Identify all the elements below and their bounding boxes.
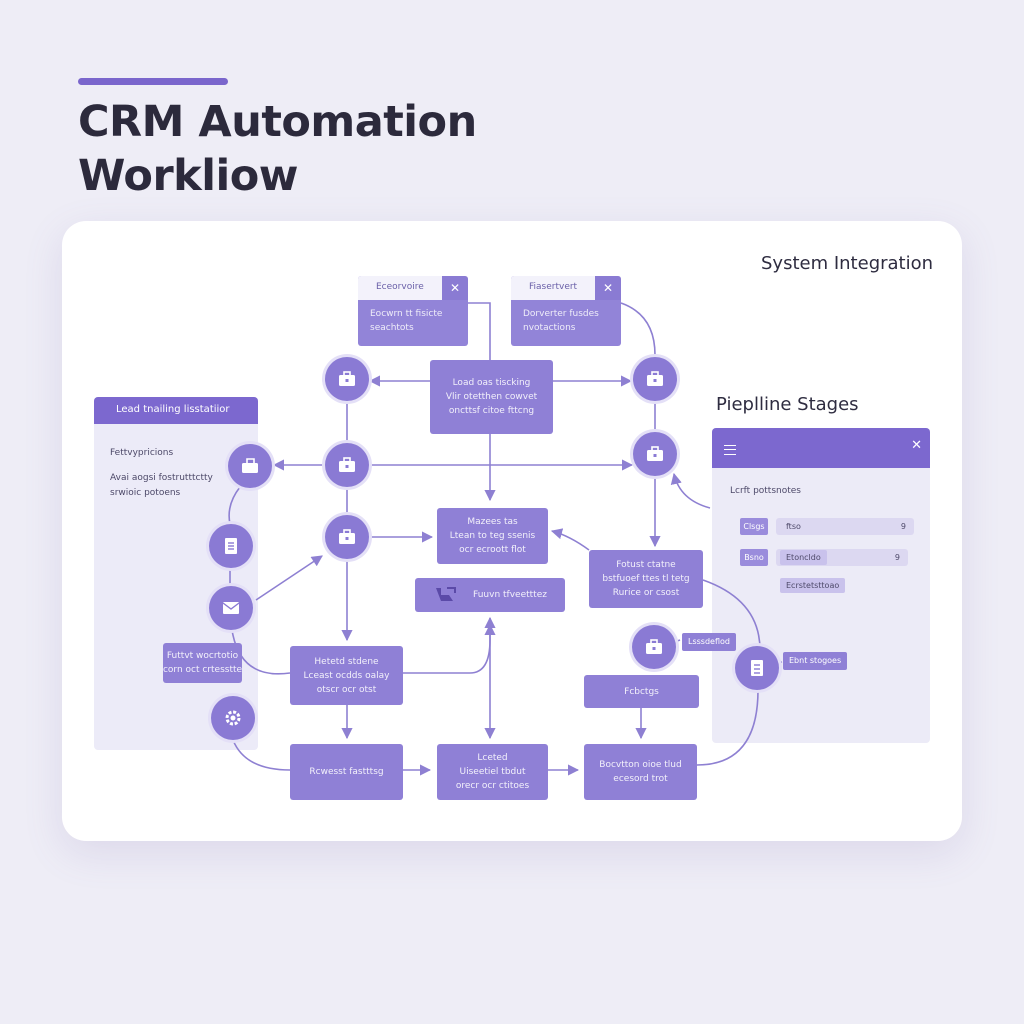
page-title-line-2: Workliow — [78, 151, 298, 201]
briefcase-icon[interactable] — [325, 515, 369, 559]
lead-scoring-node[interactable]: Load oas tiscking Vlir otetthen cowvet o… — [430, 360, 553, 434]
envelope-icon[interactable] — [209, 586, 253, 630]
right-status-line-3: Rurice or csost — [612, 588, 680, 598]
hand-icon — [436, 587, 457, 601]
top-node-1-title: Eceorvoire — [376, 282, 424, 292]
top-node-2-title: Fiasertvert — [529, 282, 578, 292]
middle-node-line-3: ocr ecroott flot — [459, 545, 526, 555]
bottom-left-node[interactable]: Rcwesst fastttsg — [290, 744, 403, 800]
bottom-right-line-2: ecesord trot — [613, 774, 668, 784]
lower-left-line-2: Lceast ocdds oalay — [303, 670, 390, 681]
lower-left-line-1: Hetetd stdene — [314, 656, 379, 667]
briefcase-icon[interactable] — [633, 357, 677, 401]
fcbctgs-node[interactable]: Fcbctgs — [584, 675, 699, 708]
fcbctgs-label: Fcbctgs — [624, 686, 659, 697]
close-icon[interactable]: ✕ — [595, 276, 621, 300]
right-status-node[interactable]: Fotust ctatne bstfuoef ttes tl tetg Ruri… — [589, 550, 703, 608]
system-integration-label: System Integration — [761, 253, 934, 274]
close-icon[interactable]: ✕ — [442, 276, 468, 300]
left-tag-node[interactable]: Futtvt wocrtotio corn oct crtesstte — [163, 643, 242, 683]
chevron-down-icon: 9 — [894, 553, 900, 562]
briefcase-icon[interactable] — [633, 432, 677, 476]
bottom-mid-line-2: Uiseetiel tbdut — [459, 767, 526, 777]
database-icon[interactable] — [735, 646, 779, 690]
page-title: CRM Automation Workliow — [78, 95, 477, 203]
lead-scoring-line-2: Vlir otetthen cowvet — [445, 392, 538, 402]
pipeline-tag[interactable]: Ecrstetsttoao — [780, 578, 846, 593]
top-node-1-line-2: seachtots — [370, 323, 414, 333]
briefcase-icon[interactable] — [632, 625, 676, 669]
middle-node[interactable]: Mazees tas Ltean to teg ssenis ocr ecroo… — [437, 508, 548, 564]
lead-panel-text-2-line-2: srwioic potoens — [110, 488, 181, 498]
top-node-2[interactable]: Fiasertvert ✕ Dorverter fusdes nvotactio… — [511, 276, 621, 346]
pipeline-stages-label: Pieplline Stages — [716, 394, 859, 415]
ebnstogoes-tag[interactable]: Ebnt stogoes — [783, 652, 848, 670]
pipeline-field-2[interactable]: Etoncldo 9 — [776, 549, 908, 566]
analytics-node-label: Fuuvn tfveetttez — [473, 590, 547, 600]
bottom-mid-line-3: orecr ocr ctitoes — [455, 781, 530, 791]
briefcase-icon[interactable] — [228, 444, 272, 488]
briefcase-icon[interactable] — [325, 443, 369, 487]
lower-left-node[interactable]: Hetetd stdene Lceast ocdds oalay otscr o… — [290, 646, 403, 705]
top-node-2-header: Fiasertvert ✕ — [511, 276, 621, 300]
gear-icon[interactable] — [211, 696, 255, 740]
pipeline-panel-label: Lcrft pottsnotes — [730, 486, 801, 496]
pipeline-field-2-value: Etoncldo — [780, 550, 827, 565]
lead-panel-header: Lead tnailing lisstatiior — [94, 397, 258, 424]
top-node-1[interactable]: Eceorvoire ✕ Eocwrn tt fisicte seachtots — [358, 276, 468, 346]
right-status-line-2: bstfuoef ttes tl tetg — [602, 574, 690, 584]
left-tag-line-2: corn oct crtesstte — [162, 665, 243, 675]
lead-panel-title: Lead tnailing lisstatiior — [116, 404, 230, 415]
lead-panel-text-2: Avai aogsi fostrutttctty srwioic potoens — [110, 471, 213, 501]
lead-panel-text-1: Fettvypricions — [110, 448, 174, 458]
top-node-1-header: Eceorvoire ✕ — [358, 276, 468, 300]
lead-scoring-line-1: Load oas tiscking — [452, 378, 531, 388]
bottom-right-line-1: Bocvtton oioe tlud — [599, 760, 682, 770]
top-node-1-body: Eocwrn tt fisicte seachtots — [358, 300, 468, 342]
page-title-line-1: CRM Automation — [78, 97, 477, 147]
briefcase-icon[interactable] — [325, 357, 369, 401]
chevron-down-icon: 9 — [900, 522, 906, 531]
close-icon[interactable]: ✕ — [911, 438, 922, 453]
lssdeflod-tag[interactable]: Lsssdeflod — [682, 633, 736, 651]
top-node-2-line-2: nvotactions — [523, 323, 576, 333]
pipeline-panel-header: ✕ — [712, 428, 930, 468]
lead-panel-text-2-line-1: Avai aogsi fostrutttctty — [110, 473, 213, 483]
middle-node-line-2: Ltean to teg ssenis — [449, 531, 536, 541]
right-status-line-1: Fotust ctatne — [616, 560, 676, 570]
analytics-node[interactable]: Fuuvn tfveetttez — [415, 578, 565, 612]
title-accent-bar — [78, 78, 228, 85]
left-tag-line-1: Futtvt wocrtotio — [166, 651, 239, 661]
menu-icon[interactable] — [724, 445, 736, 455]
lower-left-line-3: otscr ocr otst — [316, 684, 377, 695]
top-node-1-line-1: Eocwrn tt fisicte — [370, 309, 443, 319]
pipeline-chip-2[interactable]: Bsno — [740, 549, 768, 566]
top-node-2-line-1: Dorverter fusdes — [523, 309, 599, 319]
bottom-right-node[interactable]: Bocvtton oioe tlud ecesord trot — [584, 744, 697, 800]
document-icon[interactable] — [209, 524, 253, 568]
bottom-mid-line-1: Lceted — [477, 753, 508, 763]
bottom-left-label: Rcwesst fastttsg — [309, 767, 384, 777]
bottom-mid-node[interactable]: Lceted Uiseetiel tbdut orecr ocr ctitoes — [437, 744, 548, 800]
pipeline-field-1[interactable]: ftso 9 — [776, 518, 914, 535]
lead-scoring-line-3: oncttsf citoe fttcng — [448, 406, 535, 416]
pipeline-field-1-value: ftso — [786, 522, 801, 531]
top-node-2-body: Dorverter fusdes nvotactions — [511, 300, 621, 342]
pipeline-chip-1[interactable]: Clsgs — [740, 518, 768, 535]
middle-node-line-1: Mazees tas — [467, 517, 518, 527]
